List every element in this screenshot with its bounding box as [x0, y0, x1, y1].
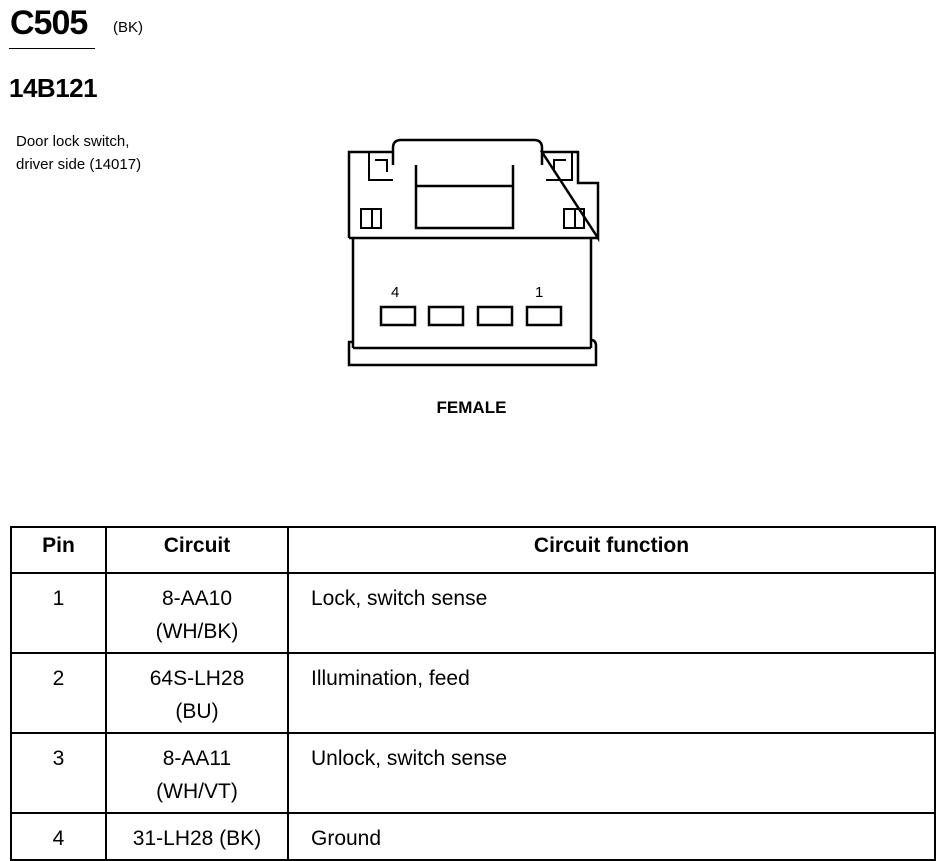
- connector-description: Door lock switch, driver side (14017): [16, 130, 141, 176]
- terminal-cavity-1: [525, 305, 563, 327]
- circuit-number: 8-AA10: [161, 587, 233, 610]
- function-cell: Illumination, feed: [287, 652, 936, 734]
- table-row: 3 8-AA11 (WH/VT) Unlock, switch sense: [10, 732, 936, 814]
- circuit-cell: 31-LH28 (BK): [105, 812, 289, 861]
- wire-color: (WH/VT): [156, 780, 238, 803]
- table-row: 4 31-LH28 (BK) Ground: [10, 812, 936, 861]
- circuit-cell: 64S-LH28 (BU): [105, 652, 289, 734]
- header-circuit: Circuit: [105, 526, 289, 574]
- pin-cell: 3: [10, 732, 107, 814]
- title-underline: [9, 48, 95, 49]
- pinout-table: Pin Circuit Circuit function 1 8-AA10 (W…: [10, 526, 936, 861]
- pin-cell: 4: [10, 812, 107, 861]
- connector-gender-label: FEMALE: [0, 398, 947, 418]
- connector-latch-tab: [391, 138, 544, 165]
- pin-label-4: 4: [391, 284, 399, 301]
- table-row: 1 8-AA10 (WH/BK) Lock, switch sense: [10, 572, 936, 654]
- wire-color: (WH/BK): [155, 620, 239, 643]
- pin-cell: 2: [10, 652, 107, 734]
- connector-lower-housing: [351, 238, 593, 348]
- pin-cell: 1: [10, 572, 107, 654]
- connector-id: C505: [10, 4, 88, 42]
- circuit-cell: 8-AA11 (WH/VT): [105, 732, 289, 814]
- function-cell: Unlock, switch sense: [287, 732, 936, 814]
- part-number: 14B121: [9, 73, 98, 103]
- description-line-2: driver side (14017): [16, 156, 142, 173]
- right-corner-bracket: [546, 152, 573, 181]
- table-header-row: Pin Circuit Circuit function: [10, 526, 936, 574]
- circuit-number: 64S-LH28: [149, 667, 245, 690]
- lock-window: [414, 165, 515, 230]
- function-cell: Lock, switch sense: [287, 572, 936, 654]
- header-circuit-function: Circuit function: [287, 526, 936, 574]
- terminal-cavity-2: [476, 305, 514, 327]
- terminal-cavity-3: [427, 305, 465, 327]
- left-corner-bracket: [368, 152, 393, 181]
- pin-label-1: 1: [535, 284, 543, 301]
- connector-face-diagram: 4 1: [347, 138, 600, 367]
- connector-color: (BK): [113, 19, 143, 36]
- description-line-1: Door lock switch,: [16, 133, 130, 150]
- circuit-cell: 8-AA10 (WH/BK): [105, 572, 289, 654]
- header-pin: Pin: [10, 526, 107, 574]
- table-row: 2 64S-LH28 (BU) Illumination, feed: [10, 652, 936, 734]
- terminal-cavity-4: [379, 305, 417, 327]
- connector-base-lip: [347, 338, 598, 367]
- gender-text: FEMALE: [436, 398, 507, 417]
- wire-color: (BU): [175, 700, 219, 723]
- function-cell: Ground: [287, 812, 936, 861]
- circuit-number: 31-LH28 (BK): [132, 827, 262, 850]
- circuit-number: 8-AA11: [162, 747, 232, 770]
